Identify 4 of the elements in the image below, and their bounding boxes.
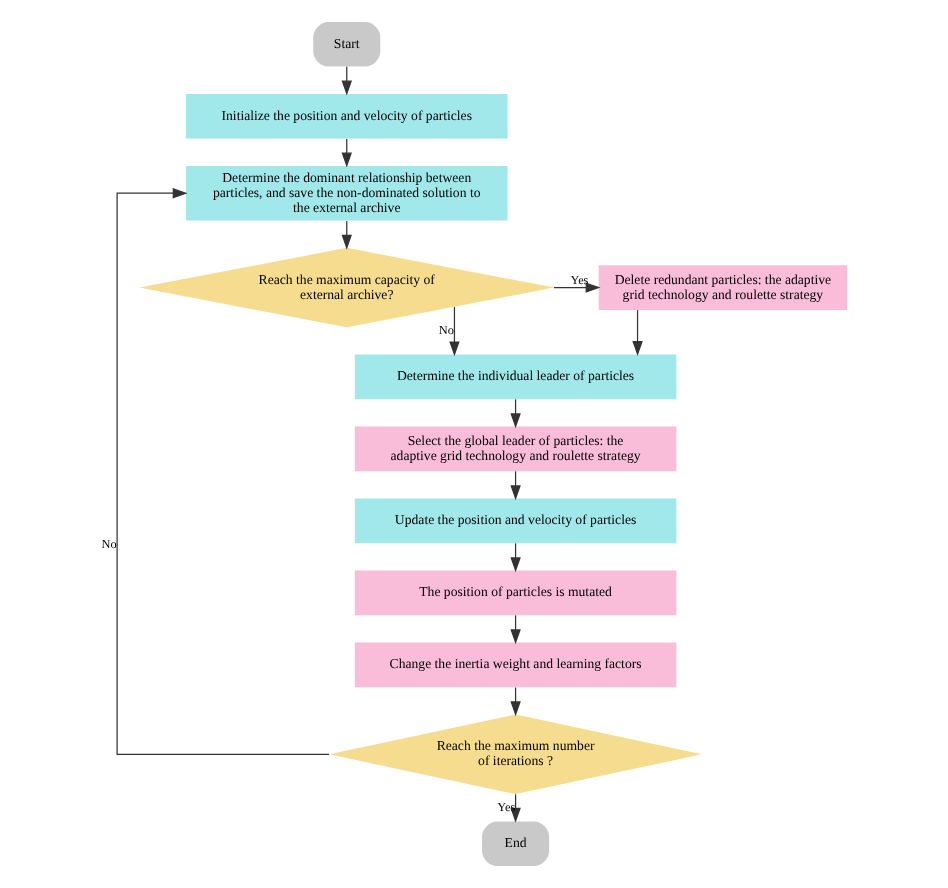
arrow <box>632 309 643 356</box>
arrow <box>116 188 330 755</box>
arrow <box>449 306 460 357</box>
arrow <box>553 282 601 293</box>
